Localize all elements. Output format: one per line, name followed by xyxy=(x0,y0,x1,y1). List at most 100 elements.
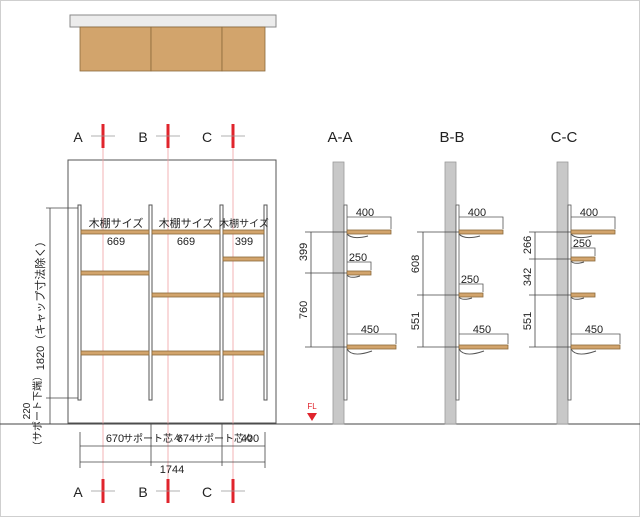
dim-cc-top xyxy=(571,216,616,229)
plan-wall xyxy=(69,14,277,28)
bottom-width-3: 400 xyxy=(241,433,259,445)
rail-aa xyxy=(343,204,348,401)
shelf-cc-mid xyxy=(570,292,596,298)
marker-a-bottom: A xyxy=(73,484,83,500)
marker-a-top: A xyxy=(73,129,83,145)
rail-cc xyxy=(567,204,572,401)
bottom-width-2: 674 xyxy=(177,433,195,445)
dim-bb-low xyxy=(459,333,509,344)
dim-bottom-note: （サポート下端） xyxy=(31,371,44,451)
bracket-cc-upper-mid xyxy=(570,260,585,264)
shelf-cc-upper-mid xyxy=(570,256,596,262)
shelf-low-1 xyxy=(80,350,150,356)
shelf-mid-1 xyxy=(80,270,150,276)
bb-gap-1: 608 xyxy=(410,255,422,273)
front-shelves xyxy=(80,229,265,356)
bracket-cc-low xyxy=(570,348,597,355)
shelf-mid-3b xyxy=(222,292,265,298)
rail-bb xyxy=(455,204,460,401)
plan-view xyxy=(69,14,277,72)
shelf-bb-top xyxy=(458,229,504,235)
dim-aa-low xyxy=(347,333,397,344)
bb-shelf-top: 400 xyxy=(468,207,486,219)
shelf-top-2 xyxy=(151,229,221,235)
bracket-aa-top xyxy=(346,233,369,239)
aa-shelf-mid: 250 xyxy=(349,252,367,264)
bracket-cc-mid xyxy=(570,296,585,300)
aa-gap-2: 760 xyxy=(298,301,310,319)
plan-shelf-3 xyxy=(221,26,266,72)
support-rail-3 xyxy=(219,204,224,401)
dim-bb-mid xyxy=(459,283,484,292)
bb-shelf-low: 450 xyxy=(473,324,491,336)
aa-shelf-low: 450 xyxy=(361,324,379,336)
bb-shelf-mid: 250 xyxy=(461,274,479,286)
shelf-size-3: 399 xyxy=(235,236,253,248)
bracket-bb-top xyxy=(458,233,481,239)
dim-height-label: 1820（キャップ寸法除く） xyxy=(33,236,47,370)
cc-gap-1: 266 xyxy=(522,236,534,254)
height-dimension-lines xyxy=(46,207,78,425)
wall-aa xyxy=(332,161,345,425)
shelf-bb-low xyxy=(458,344,509,350)
bb-gap-2: 551 xyxy=(410,312,422,330)
aa-gap-1: 399 xyxy=(298,243,310,261)
front-elevation: 木棚サイズ 木棚サイズ 木棚サイズ 669 669 399 1820（キャップ寸… xyxy=(0,148,640,482)
section-markers-top: A B C xyxy=(73,124,245,148)
shelf-label-1: 木棚サイズ xyxy=(89,216,144,230)
support-label-1: サポート芯々 xyxy=(123,432,183,445)
section-cc: C-C 400 250 450 266 342 551 xyxy=(522,129,621,425)
floor-label: FL xyxy=(307,402,317,411)
cc-shelf-low: 450 xyxy=(585,324,603,336)
cc-gap-lines xyxy=(529,231,571,348)
bb-gap-lines xyxy=(417,231,459,348)
shelf-low-3 xyxy=(222,350,265,356)
shelf-aa-mid xyxy=(346,270,372,276)
dim-bottom-label: 220 xyxy=(22,402,33,419)
bracket-cc-top xyxy=(570,233,593,239)
marker-c-top: C xyxy=(202,129,212,145)
dim-aa-mid xyxy=(347,261,372,270)
aa-gap-lines xyxy=(305,231,347,348)
shelf-size-1: 669 xyxy=(107,236,125,248)
bracket-aa-mid xyxy=(346,274,361,278)
support-label-2: サポート芯々 xyxy=(194,432,254,445)
aa-shelf-top: 400 xyxy=(356,207,374,219)
section-markers-bottom: A B C xyxy=(73,479,245,503)
shelf-cc-top xyxy=(570,229,616,235)
dim-bb-top xyxy=(459,216,504,229)
wall-bb xyxy=(444,161,457,425)
support-rail-2 xyxy=(148,204,153,401)
plan-shelf-1 xyxy=(79,26,152,72)
wall-cc xyxy=(556,161,569,425)
bottom-dimension-lines xyxy=(79,424,266,468)
shelf-top-1 xyxy=(80,229,150,235)
shelf-aa-top xyxy=(346,229,392,235)
marker-b-top: B xyxy=(138,129,147,145)
dim-aa-top xyxy=(347,216,392,229)
support-rails xyxy=(77,204,268,401)
marker-b-bottom: B xyxy=(138,484,147,500)
bracket-bb-low xyxy=(458,348,485,355)
support-rail-1 xyxy=(77,204,82,401)
shelf-size-2: 669 xyxy=(177,236,195,248)
bracket-aa-low xyxy=(346,348,373,355)
shelf-mid-2 xyxy=(151,292,221,298)
dim-cc-mid xyxy=(571,247,596,256)
shelf-cc-low xyxy=(570,344,621,350)
cc-shelf-top: 400 xyxy=(580,207,598,219)
section-bb: B-B 400 250 450 608 551 xyxy=(410,129,509,425)
marker-c-bottom: C xyxy=(202,484,212,500)
support-rail-4 xyxy=(263,204,268,401)
cc-gap-2: 342 xyxy=(522,268,534,286)
section-aa: A-A 400 250 450 399 760 xyxy=(298,129,397,425)
plan-shelf-2 xyxy=(150,26,223,72)
dim-cc-low xyxy=(571,333,621,344)
shelf-mid-3 xyxy=(222,256,265,262)
cc-gap-3: 551 xyxy=(522,312,534,330)
total-width: 1744 xyxy=(160,464,184,476)
title-bb: B-B xyxy=(439,129,464,146)
shelf-low-2 xyxy=(151,350,221,356)
title-aa: A-A xyxy=(327,129,352,146)
wall-outline xyxy=(67,159,277,424)
